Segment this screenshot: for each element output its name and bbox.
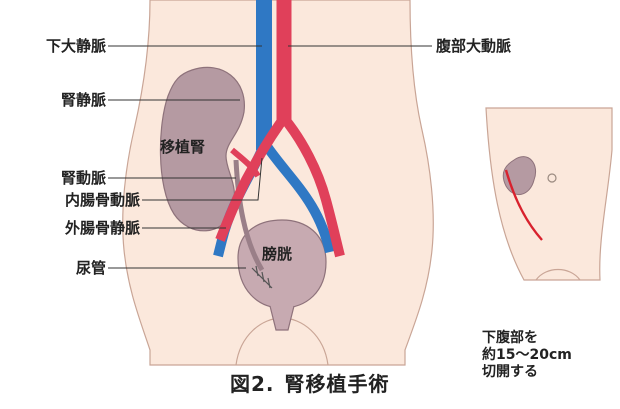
- label-renal-artery: 腎動脈: [6, 169, 106, 187]
- inset-body-silhouette: [486, 108, 612, 280]
- incision-note-line1: 下腹部を: [482, 330, 572, 347]
- figure-caption: 図2. 腎移植手術: [230, 368, 400, 397]
- label-transplanted-kidney: 移植腎: [160, 138, 205, 156]
- label-renal-vein: 腎静脈: [6, 91, 106, 109]
- figure-number: 図2.: [230, 372, 275, 396]
- figure-title: 腎移植手術: [285, 372, 390, 396]
- incision-note: 下腹部を 約15～20cm 切開する: [482, 330, 572, 381]
- label-abdominal-aorta: 腹部大動脈: [436, 37, 511, 55]
- incision-note-line2: 約15～20cm: [482, 347, 572, 364]
- label-internal-iliac-artery: 内腸骨動脈: [0, 191, 140, 209]
- label-external-iliac-vein: 外腸骨静脈: [0, 219, 140, 237]
- incision-note-line3: 切開する: [482, 364, 572, 381]
- label-inferior-vena-cava: 下大静脈: [6, 37, 106, 55]
- bladder: [238, 220, 326, 308]
- label-ureter: 尿管: [6, 259, 106, 277]
- label-bladder: 膀胱: [262, 245, 292, 263]
